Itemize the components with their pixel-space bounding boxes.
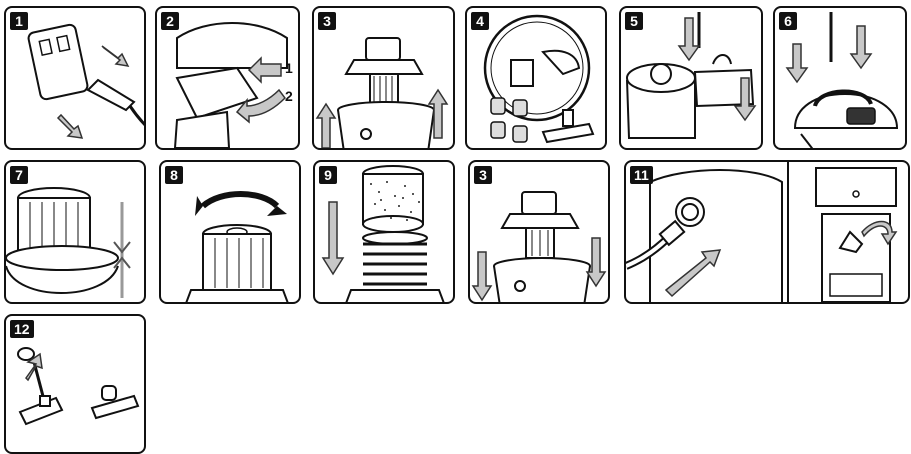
step-10-panel: 3 <box>468 160 610 304</box>
step-number-badge: 8 <box>165 166 183 184</box>
step-number-badge: 1 <box>10 12 28 30</box>
direction-label-1: 1 <box>285 60 293 76</box>
step-number-badge: 3 <box>318 12 336 30</box>
step-4-panel: 4 <box>465 6 607 150</box>
step-number-badge: 2 <box>161 12 179 30</box>
step-2-panel: 2 1 2 <box>155 6 300 150</box>
step-11-panel: 11 <box>624 160 910 304</box>
step-9-panel: 9 <box>313 160 455 304</box>
step-number-badge: 12 <box>10 320 34 338</box>
step-number-badge: 3 <box>474 166 492 184</box>
step-number-badge: 7 <box>10 166 28 184</box>
step-6-panel: 6 <box>773 6 907 150</box>
step-3-panel: 3 <box>312 6 455 150</box>
step-5-panel: 5 <box>619 6 763 150</box>
step-number-badge: 5 <box>625 12 643 30</box>
direction-label-2: 2 <box>285 88 293 104</box>
step-number-badge: 6 <box>779 12 797 30</box>
step-number-badge: 11 <box>630 166 653 184</box>
step-12-panel: 12 <box>4 314 146 454</box>
step-number-badge: 9 <box>319 166 337 184</box>
hose-attach-illustration <box>626 162 910 304</box>
step-number-badge: 4 <box>471 12 489 30</box>
step-8-panel: 8 <box>159 160 301 304</box>
step-1-panel: 1 <box>4 6 146 150</box>
step-7-panel: 7 <box>4 160 146 304</box>
